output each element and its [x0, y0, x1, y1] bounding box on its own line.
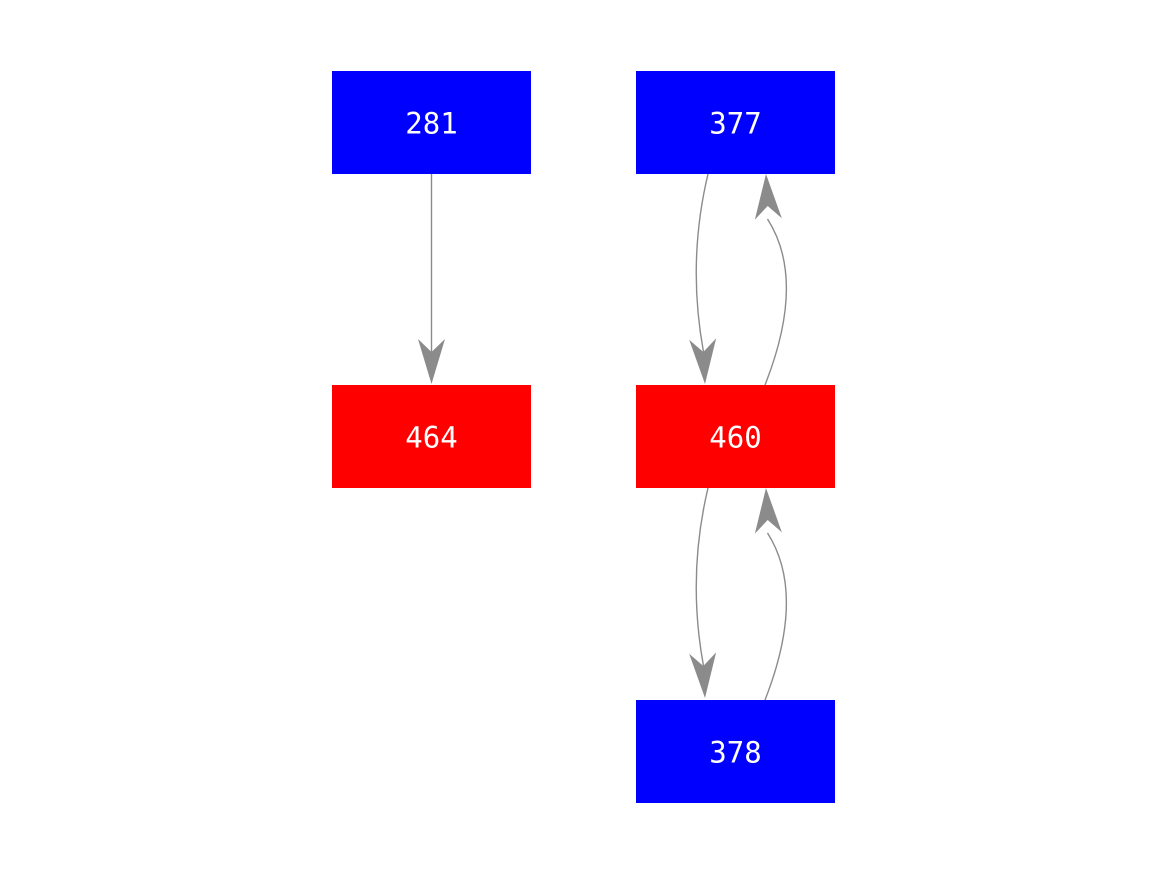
- node-460: 460: [636, 385, 835, 488]
- node-281-box: [332, 71, 531, 174]
- arrowhead-460-377: [754, 174, 782, 220]
- edge-377-460: [695, 173, 709, 353]
- node-281: 281: [332, 71, 531, 174]
- node-378-label: 378: [709, 736, 761, 770]
- edge-460-377: [764, 218, 788, 386]
- edge-378-460: [764, 532, 788, 701]
- arrowhead-460-378: [689, 652, 717, 698]
- arrowhead-377-460: [689, 338, 717, 384]
- node-464: 464: [332, 385, 531, 488]
- node-377: 377: [636, 71, 835, 174]
- edge-group: [418, 173, 788, 701]
- node-281-label: 281: [405, 107, 457, 141]
- node-378-box: [636, 700, 835, 803]
- arrowhead-281-464: [418, 339, 445, 384]
- node-460-label: 460: [709, 421, 761, 455]
- node-464-box: [332, 385, 531, 488]
- node-378: 378: [636, 700, 835, 803]
- node-464-label: 464: [405, 421, 457, 455]
- edge-460-378: [695, 487, 709, 667]
- node-377-label: 377: [709, 107, 761, 141]
- node-377-box: [636, 71, 835, 174]
- arrowhead-378-460: [754, 488, 782, 534]
- node-460-box: [636, 385, 835, 488]
